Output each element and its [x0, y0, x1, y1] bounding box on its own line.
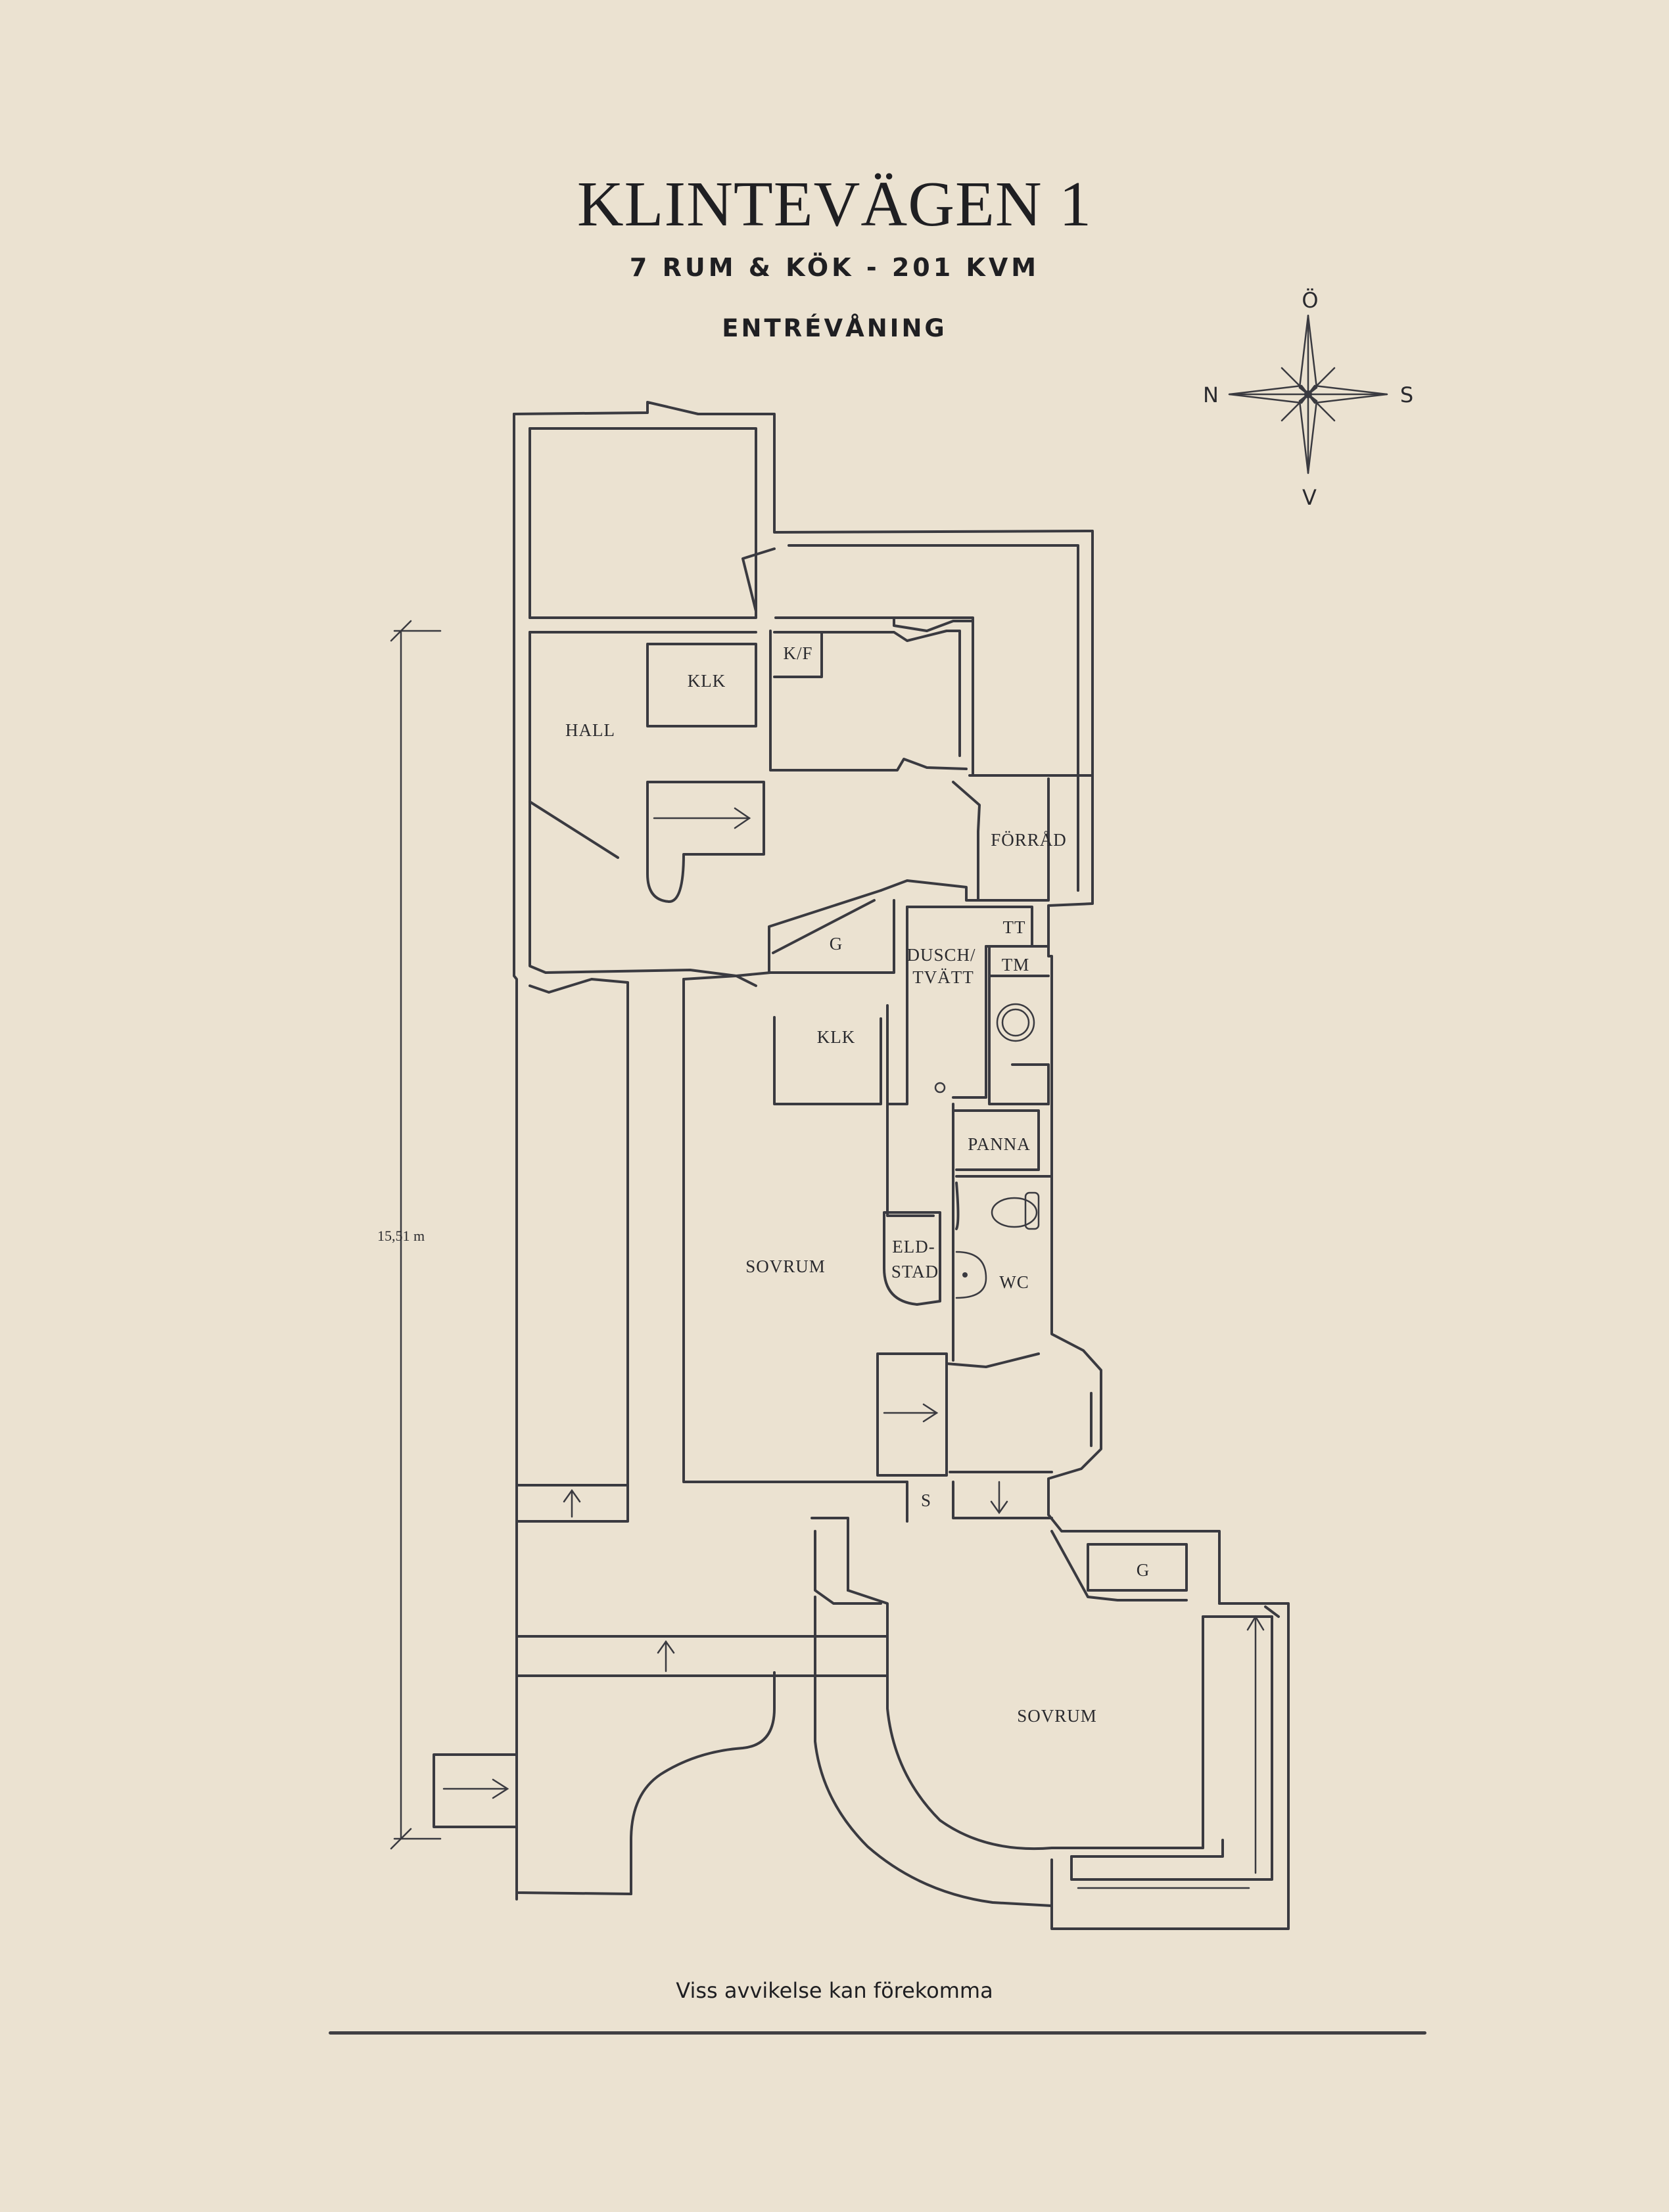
page-subtitle: 7 RUM & KÖK - 201 KVM [629, 253, 1040, 282]
compass-east-label: Ö [1302, 288, 1318, 313]
footer-divider [329, 2031, 1426, 2035]
compass-south-label: S [1400, 382, 1413, 407]
page-title: KLINTEVÄGEN 1 [576, 169, 1093, 240]
compass-rose-icon: Ö N S V [1203, 288, 1413, 510]
compass-west-label: V [1302, 485, 1317, 510]
compass-north-label: N [1203, 382, 1219, 407]
room-tm: TM [1002, 955, 1030, 975]
room-wc: WC [999, 1272, 1029, 1292]
disclaimer-text: Viss avvikelse kan förekomma [676, 1978, 993, 2003]
room-dusch: DUSCH/ [906, 945, 976, 965]
room-stad: STAD [891, 1262, 939, 1281]
room-tvatt: TVÄTT [912, 967, 974, 987]
room-s: S [921, 1490, 931, 1510]
room-klk-top: KLK [688, 671, 726, 691]
room-kf: K/F [783, 643, 812, 663]
outer-walls [433, 401, 1290, 1930]
dimension-line: 15,51 m [377, 620, 442, 1850]
floor-label: ENTRÉVÅNING [722, 314, 947, 342]
room-g-mid: G [830, 934, 843, 954]
room-panna: PANNA [968, 1134, 1031, 1154]
room-labels: HALL KLK K/F FÖRRÅD G DUSCH/ TVÄTT TT TM… [565, 643, 1150, 1726]
dimension-label: 15,51 m [377, 1228, 425, 1244]
room-tt: TT [1003, 917, 1026, 937]
bathroom-fixtures [934, 1003, 1040, 1299]
room-sovrum-2: SOVRUM [1017, 1706, 1097, 1726]
room-sovrum-1: SOVRUM [745, 1256, 826, 1276]
interior-walls [515, 547, 1280, 1901]
room-eld: ELD- [892, 1237, 935, 1256]
room-forrad: FÖRRÅD [991, 830, 1067, 850]
room-hall: HALL [565, 720, 615, 740]
room-klk-mid: KLK [817, 1027, 856, 1047]
room-g-bottom: G [1137, 1560, 1150, 1580]
stair-arrow-icon [442, 807, 1265, 1889]
